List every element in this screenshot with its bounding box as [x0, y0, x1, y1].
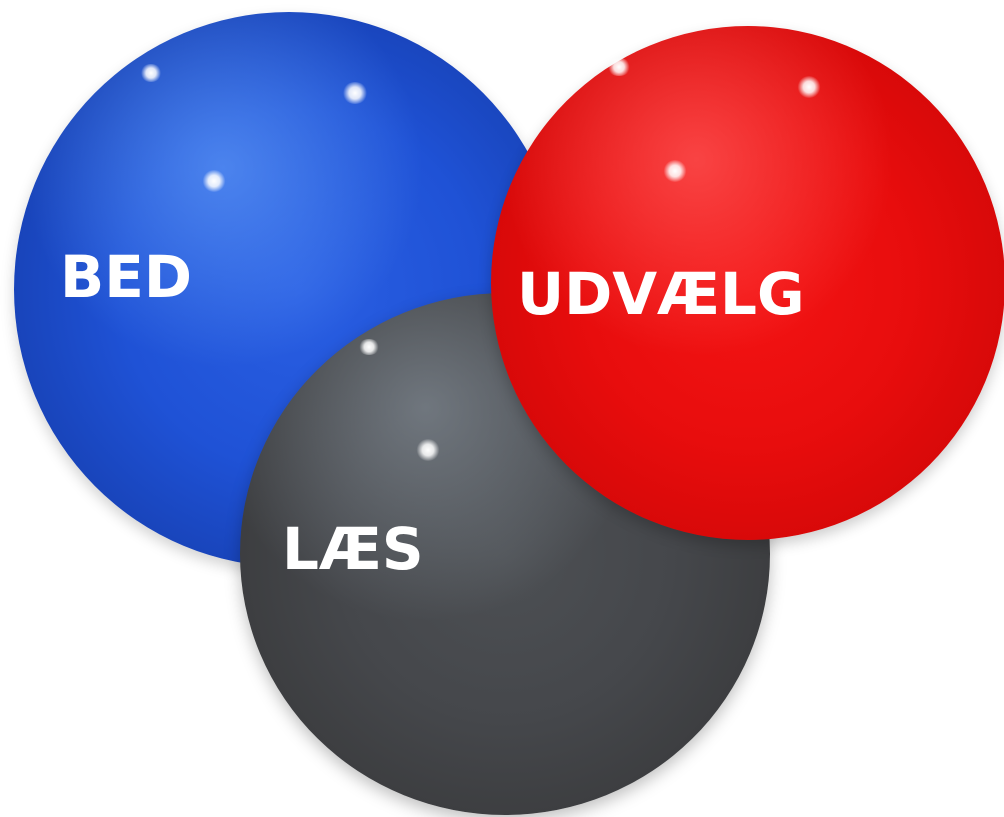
highlight-glint: [342, 82, 368, 104]
udvaelg-label: UDVÆLG: [517, 260, 805, 328]
highlight-glint: [358, 339, 380, 355]
highlight-glint: [202, 170, 226, 192]
highlight-glint: [797, 76, 821, 98]
laes-label: LÆS: [282, 515, 424, 583]
highlight-glint: [607, 58, 631, 76]
red-sphere: [491, 26, 1004, 540]
highlight-glint: [663, 160, 687, 182]
highlight-glint: [140, 64, 162, 82]
bed-label: BED: [60, 243, 192, 311]
highlight-glint: [416, 439, 440, 461]
